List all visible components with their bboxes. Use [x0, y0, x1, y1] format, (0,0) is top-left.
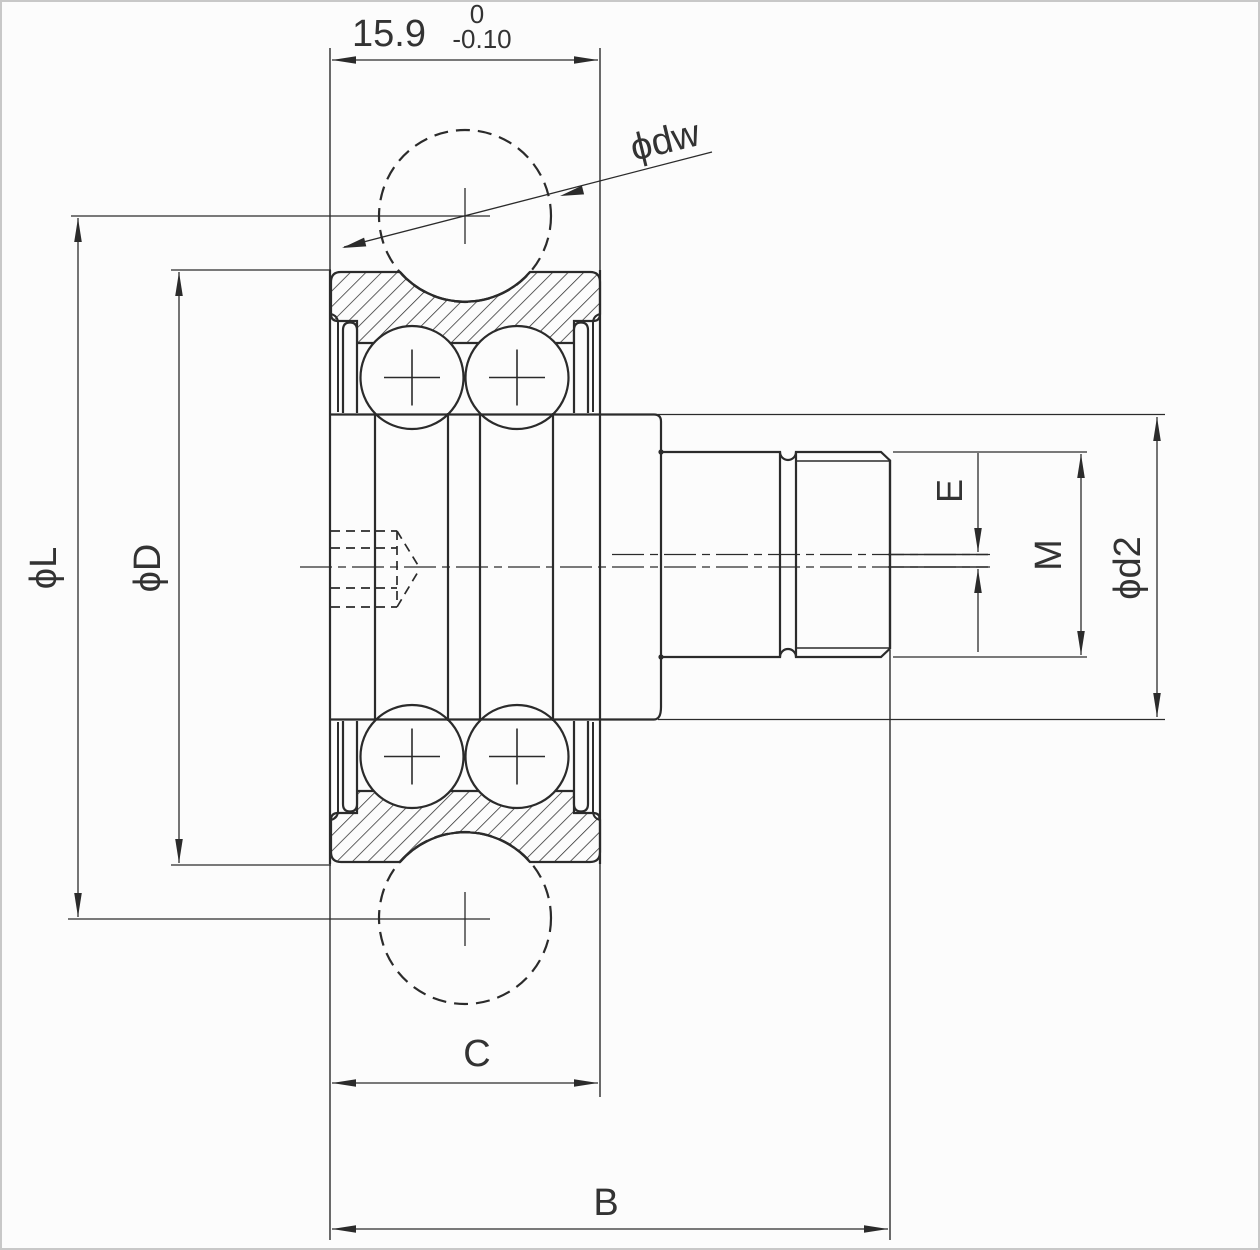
dw-leader-arrowheads: [342, 185, 585, 248]
label-outer-diameter-D: ϕD: [127, 543, 169, 593]
label-outer-diameter-L: ϕL: [23, 546, 65, 590]
dimension-lines: [74, 56, 1161, 1233]
groove-arc: [399, 271, 531, 863]
inner-ring-collar-outline: [330, 413, 663, 721]
label-eccentricity-E: E: [929, 478, 970, 504]
label-length-B: B: [593, 1182, 619, 1224]
label-thread-size-M: M: [1028, 539, 1070, 571]
width-dimension-value: 15.9: [352, 13, 426, 55]
hex-socket-hidden-lines: [331, 530, 421, 608]
label-width-C: C: [463, 1033, 491, 1075]
ball-center-crosses: [384, 349, 545, 785]
seal-slot-corners: [330, 313, 601, 821]
thread-minor-diameter-lines: [797, 460, 889, 649]
face-and-extension-lines: [68, 48, 1165, 1240]
width-tolerance-lower: -0.10: [452, 24, 512, 54]
seal-strips: [341, 321, 590, 813]
width-tolerance-upper: 0: [469, 0, 485, 29]
center-lines: [300, 188, 990, 946]
label-stud-diameter-d2: ϕd2: [1107, 536, 1149, 600]
